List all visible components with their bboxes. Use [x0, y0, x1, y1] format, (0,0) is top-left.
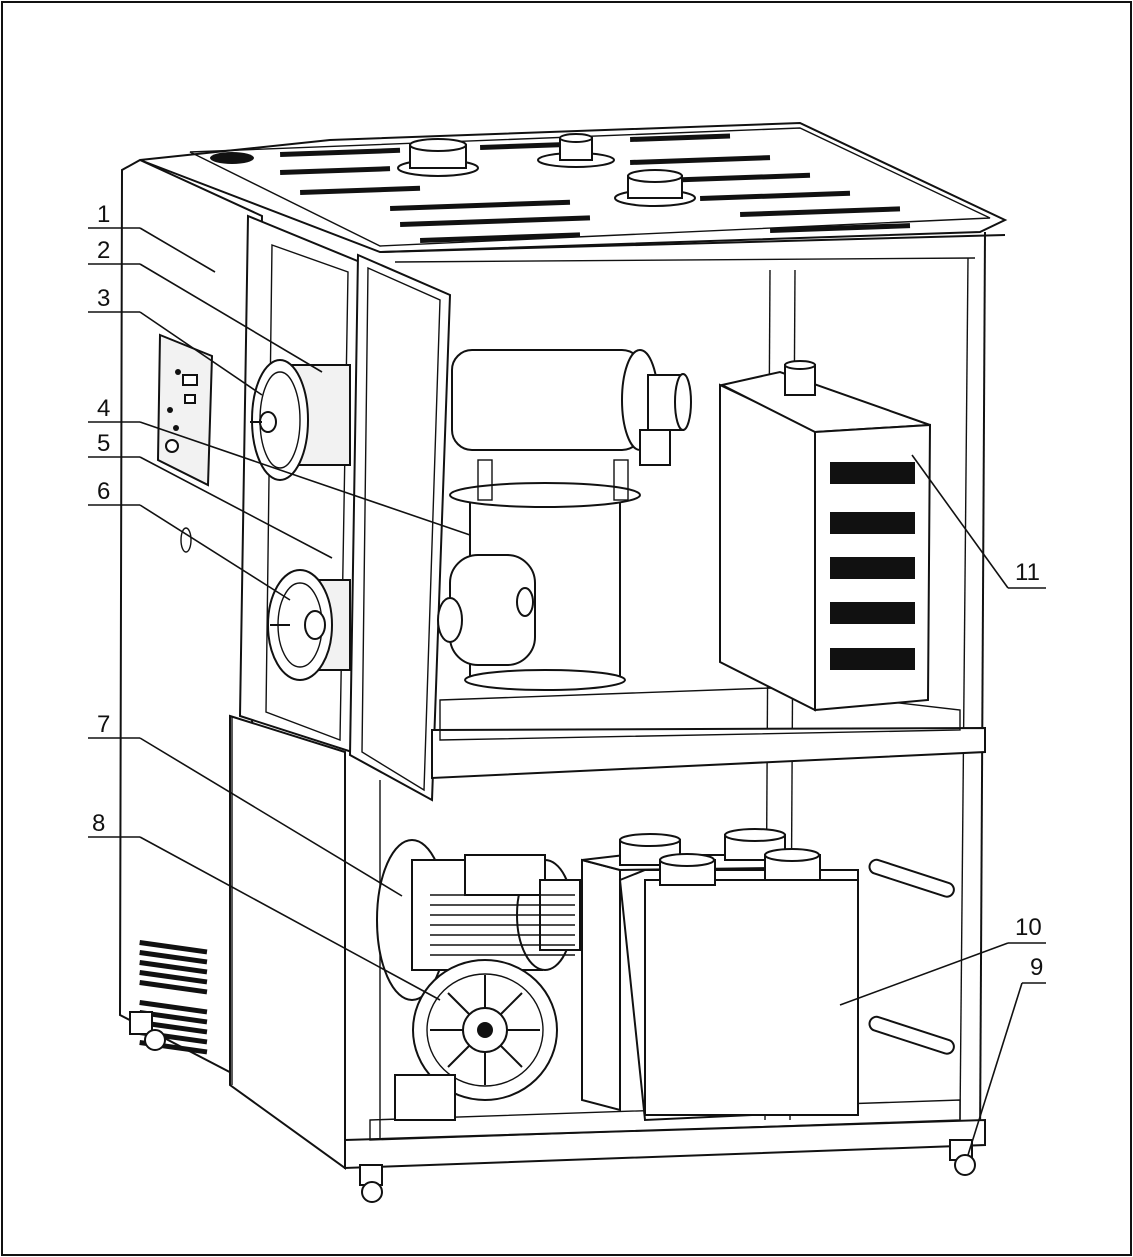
left-side-panel — [118, 158, 346, 1170]
top-pipes — [397, 133, 696, 207]
callout-9: 9 — [1030, 954, 1043, 981]
side-vents — [139, 940, 208, 1055]
callout-11: 11 — [1015, 559, 1040, 586]
blower-assembly — [376, 839, 581, 1121]
main-frame — [344, 231, 1006, 1170]
top-panel — [139, 121, 1008, 254]
top-vent-slots — [280, 133, 911, 243]
heating-tubes — [868, 858, 955, 1055]
open-door — [348, 253, 452, 802]
callout-3: 3 — [97, 285, 110, 312]
callout-6: 6 — [97, 478, 110, 505]
filter-bay — [238, 214, 362, 754]
lower-filter — [267, 569, 351, 681]
desiccant-box — [581, 828, 859, 1122]
motor-fins — [430, 894, 575, 956]
upper-filter — [250, 359, 351, 481]
callout-5: 5 — [97, 430, 110, 457]
callout-1: 1 — [97, 201, 110, 228]
casters — [129, 1011, 976, 1203]
drying-hopper — [437, 349, 692, 691]
callout-8: 8 — [92, 810, 105, 837]
heater-vents — [830, 462, 915, 670]
callout-2: 2 — [97, 237, 110, 264]
heater-box — [719, 360, 932, 712]
callout-10: 10 — [1015, 914, 1042, 941]
callout-labels: 1 2 3 4 5 6 7 8 9 10 — [88, 201, 1046, 1156]
callout-4: 4 — [97, 395, 110, 422]
control-panel — [156, 333, 214, 487]
callout-7: 7 — [97, 711, 110, 738]
